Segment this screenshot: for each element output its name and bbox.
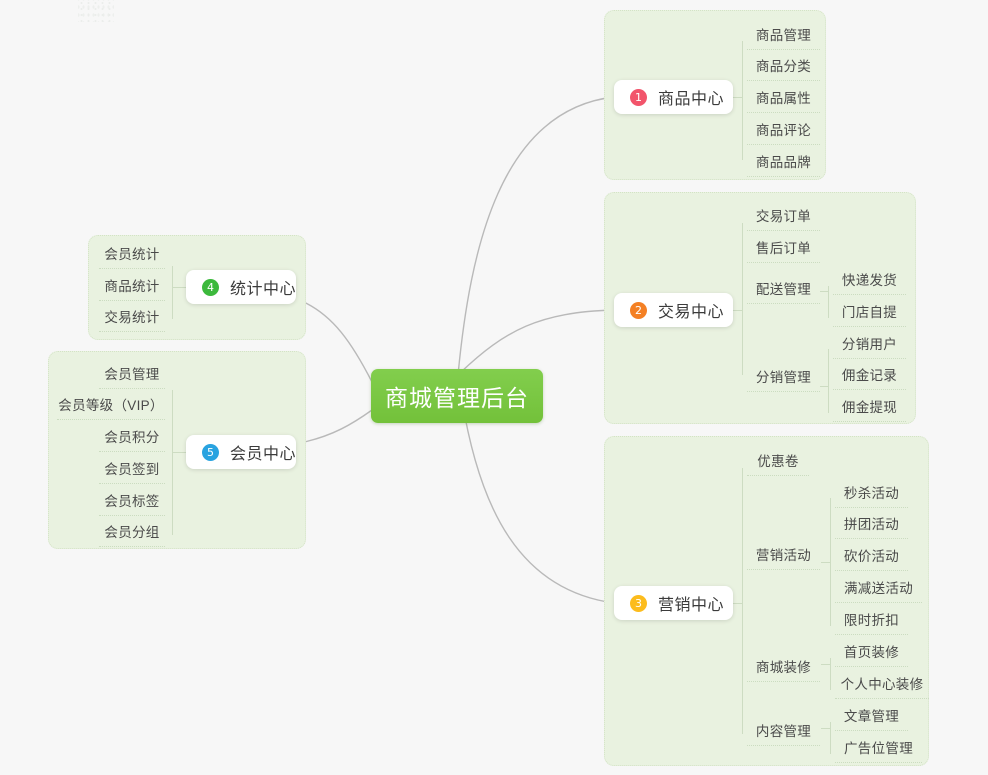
rail-stub-branch-2 bbox=[733, 310, 743, 311]
edge-root-to-branch-3 bbox=[461, 399, 615, 604]
leaf-node[interactable]: 快递发货 bbox=[833, 269, 906, 295]
branch-badge-1-icon: 1 bbox=[630, 88, 647, 106]
branch-label-2: 交易中心 bbox=[658, 304, 725, 321]
leaf-node[interactable]: 广告位管理 bbox=[835, 737, 922, 763]
leaf-node[interactable]: 会员标签 bbox=[99, 490, 165, 516]
branch-node-5[interactable]: 5 会员中心 bbox=[186, 435, 296, 469]
rail-stub-subtree-campaign bbox=[821, 562, 831, 563]
leaf-node[interactable]: 交易统计 bbox=[99, 306, 165, 332]
rail-stub-branch-5 bbox=[172, 452, 187, 453]
rail-stub-subtree-decoration bbox=[821, 664, 831, 665]
rail-stub-branch-1 bbox=[733, 97, 743, 98]
leaf-node[interactable]: 会员分组 bbox=[99, 521, 165, 547]
rail-stub-branch-4 bbox=[172, 287, 187, 288]
leaf-node[interactable]: 秒杀活动 bbox=[835, 482, 908, 508]
rail-vertical-subtree-decoration bbox=[830, 658, 831, 690]
leaf-node[interactable]: 门店自提 bbox=[833, 301, 906, 327]
rail-vertical-subtree-distribution bbox=[828, 349, 829, 413]
rail-vertical-subtree-content bbox=[830, 722, 831, 754]
leaf-node[interactable]: 配送管理 bbox=[747, 278, 820, 304]
leaf-node[interactable]: 文章管理 bbox=[835, 705, 908, 731]
leaf-node[interactable]: 会员统计 bbox=[99, 243, 165, 269]
branch-node-3[interactable]: 3 营销中心 bbox=[614, 586, 733, 620]
rail-stub-branch-3 bbox=[733, 603, 743, 604]
branch-label-5: 会员中心 bbox=[230, 446, 297, 463]
branch-node-2[interactable]: 2 交易中心 bbox=[614, 293, 733, 327]
branch-label-3: 营销中心 bbox=[658, 597, 725, 614]
leaf-node[interactable]: 佣金提现 bbox=[833, 396, 906, 422]
leaf-node[interactable]: 会员签到 bbox=[99, 458, 165, 484]
leaf-node[interactable]: 内容管理 bbox=[747, 720, 820, 746]
rail-stub-subtree-delivery bbox=[820, 291, 829, 292]
branch-node-1[interactable]: 1 商品中心 bbox=[614, 80, 733, 114]
leaf-node[interactable]: 会员管理 bbox=[99, 363, 165, 389]
leaf-node[interactable]: 个人中心装修 bbox=[835, 673, 929, 699]
edge-root-to-branch-2 bbox=[459, 309, 615, 374]
leaf-node[interactable]: 满减送活动 bbox=[835, 577, 922, 603]
leaf-node[interactable]: 首页装修 bbox=[835, 641, 908, 667]
branch-node-4[interactable]: 4 统计中心 bbox=[186, 270, 296, 304]
rail-vertical-branch-5 bbox=[172, 390, 173, 535]
leaf-node[interactable]: 商品品牌 bbox=[747, 151, 820, 177]
rail-stub-subtree-distribution bbox=[820, 386, 829, 387]
branch-label-1: 商品中心 bbox=[658, 91, 725, 108]
leaf-node[interactable]: 佣金记录 bbox=[833, 364, 906, 390]
rail-vertical-branch-4 bbox=[172, 266, 173, 319]
leaf-node[interactable]: 分销管理 bbox=[747, 366, 820, 392]
leaf-node[interactable]: 售后订单 bbox=[747, 237, 820, 263]
background-artifact bbox=[78, 0, 114, 22]
leaf-node[interactable]: 会员积分 bbox=[99, 426, 165, 452]
leaf-node[interactable]: 商品统计 bbox=[99, 275, 165, 301]
rail-vertical-subtree-delivery bbox=[828, 286, 829, 318]
leaf-node[interactable]: 交易订单 bbox=[747, 205, 820, 231]
leaf-node[interactable]: 营销活动 bbox=[747, 544, 820, 570]
branch-label-4: 统计中心 bbox=[230, 281, 297, 298]
leaf-node[interactable]: 限时折扣 bbox=[835, 609, 908, 635]
leaf-node[interactable]: 商品评论 bbox=[747, 119, 820, 145]
rail-vertical-branch-2 bbox=[742, 223, 743, 375]
leaf-node[interactable]: 商品属性 bbox=[747, 87, 820, 113]
leaf-node[interactable]: 会员等级（VIP） bbox=[57, 394, 165, 420]
leaf-node[interactable]: 商品分类 bbox=[747, 55, 820, 81]
rail-vertical-branch-1 bbox=[742, 41, 743, 160]
branch-badge-5-icon: 5 bbox=[202, 443, 219, 461]
edge-root-to-branch-1 bbox=[457, 96, 615, 376]
leaf-node[interactable]: 商品管理 bbox=[747, 24, 820, 50]
branch-badge-2-icon: 2 bbox=[630, 301, 647, 319]
leaf-node[interactable]: 砍价活动 bbox=[835, 545, 908, 571]
branch-badge-4-icon: 4 bbox=[202, 278, 219, 296]
root-node[interactable]: 商城管理后台 bbox=[371, 369, 543, 423]
branch-badge-3-icon: 3 bbox=[630, 594, 647, 612]
rail-vertical-branch-3 bbox=[742, 468, 743, 734]
rail-stub-subtree-content bbox=[821, 728, 831, 729]
leaf-node[interactable]: 商城装修 bbox=[747, 656, 820, 682]
leaf-node[interactable]: 拼团活动 bbox=[835, 513, 908, 539]
leaf-node[interactable]: 优惠卷 bbox=[747, 450, 809, 476]
leaf-node[interactable]: 分销用户 bbox=[833, 333, 906, 359]
